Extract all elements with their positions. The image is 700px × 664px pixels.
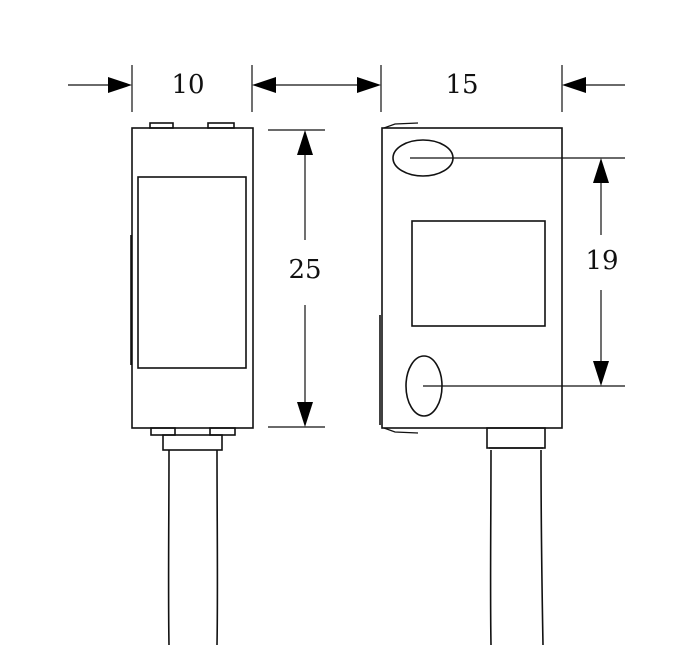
front-view xyxy=(130,122,254,646)
arrow-icon xyxy=(357,77,381,93)
depth-label: 15 xyxy=(445,70,478,100)
dimension-hole-spacing: 19 xyxy=(410,157,625,387)
arrow-icon xyxy=(593,158,609,183)
dimension-width: 10 xyxy=(68,65,368,112)
arrow-icon xyxy=(108,77,132,93)
side-view xyxy=(379,122,563,646)
arrow-icon xyxy=(562,77,586,93)
front-body-outline xyxy=(131,127,254,429)
hole-spacing-label: 19 xyxy=(585,246,618,276)
side-indicator-window xyxy=(411,220,546,327)
front-top-tab xyxy=(149,122,174,129)
side-body-outline xyxy=(381,127,563,429)
arrow-icon xyxy=(297,402,313,427)
arrow-icon xyxy=(297,130,313,155)
dimension-height: 25 xyxy=(268,129,325,428)
height-label: 25 xyxy=(288,255,321,285)
dimension-depth: 15 xyxy=(357,65,625,112)
width-label: 10 xyxy=(171,70,204,100)
side-connector xyxy=(486,427,546,449)
front-bottom-tab xyxy=(209,427,236,436)
side-bottom-lip xyxy=(383,427,419,434)
side-top-lip xyxy=(383,122,419,129)
arrow-icon xyxy=(593,361,609,386)
front-connector xyxy=(162,434,223,451)
arrow-icon xyxy=(252,77,276,93)
side-cable-right xyxy=(540,449,544,646)
front-bottom-tab xyxy=(150,427,176,436)
front-lens-window xyxy=(137,176,247,369)
front-top-tab xyxy=(207,122,235,129)
